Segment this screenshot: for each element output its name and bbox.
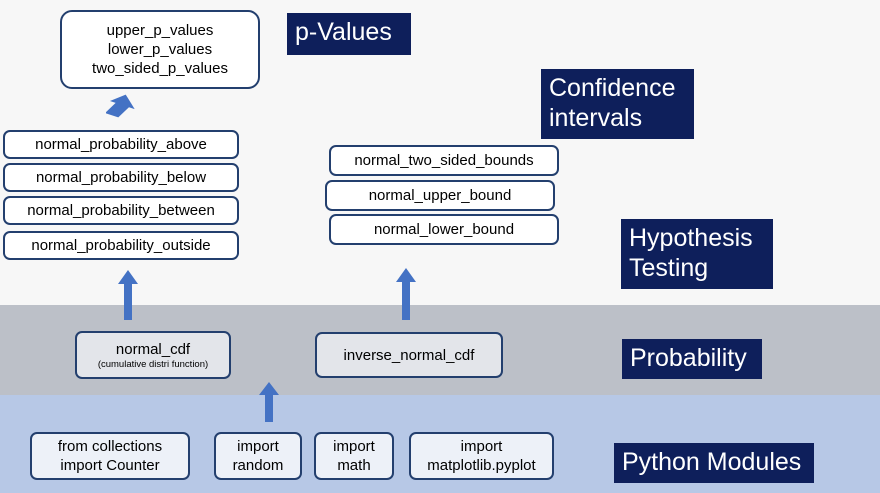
module-box: import random [214,432,302,480]
pvalues-label: p-Values [287,13,411,55]
function-box: normal_upper_bound [325,180,555,211]
normal-cdf-box: normal_cdf (cumulative distri function) [75,331,231,379]
pvalues-box: upper_p_values lower_p_values two_sided_… [60,10,260,89]
function-box: normal_two_sided_bounds [329,145,559,176]
up-arrow-icon [106,94,135,118]
hypothesis-testing-label: Hypothesis Testing [621,219,773,289]
inverse-normal-cdf-box: inverse_normal_cdf [315,332,503,378]
confidence-intervals-label: Confidence intervals [541,69,694,139]
function-box: normal_lower_bound [329,214,559,245]
module-box: import matplotlib.pyplot [409,432,554,480]
pvalue-function: lower_p_values [107,41,213,58]
pvalue-function: two_sided_p_values [92,60,228,77]
probability-label: Probability [622,339,762,379]
up-arrow-icon [118,270,138,320]
normal-cdf-note: (cumulative distri function) [97,358,209,370]
function-box: normal_probability_between [3,196,239,225]
function-box: normal_probability_below [3,163,239,192]
module-box: import math [314,432,394,480]
function-box: normal_probability_above [3,130,239,159]
function-box: normal_probability_outside [3,231,239,260]
up-arrow-icon [259,382,279,422]
module-box: from collections import Counter [30,432,190,480]
python-modules-label: Python Modules [614,443,814,483]
pvalue-function: upper_p_values [106,22,214,39]
up-arrow-icon [396,268,416,320]
